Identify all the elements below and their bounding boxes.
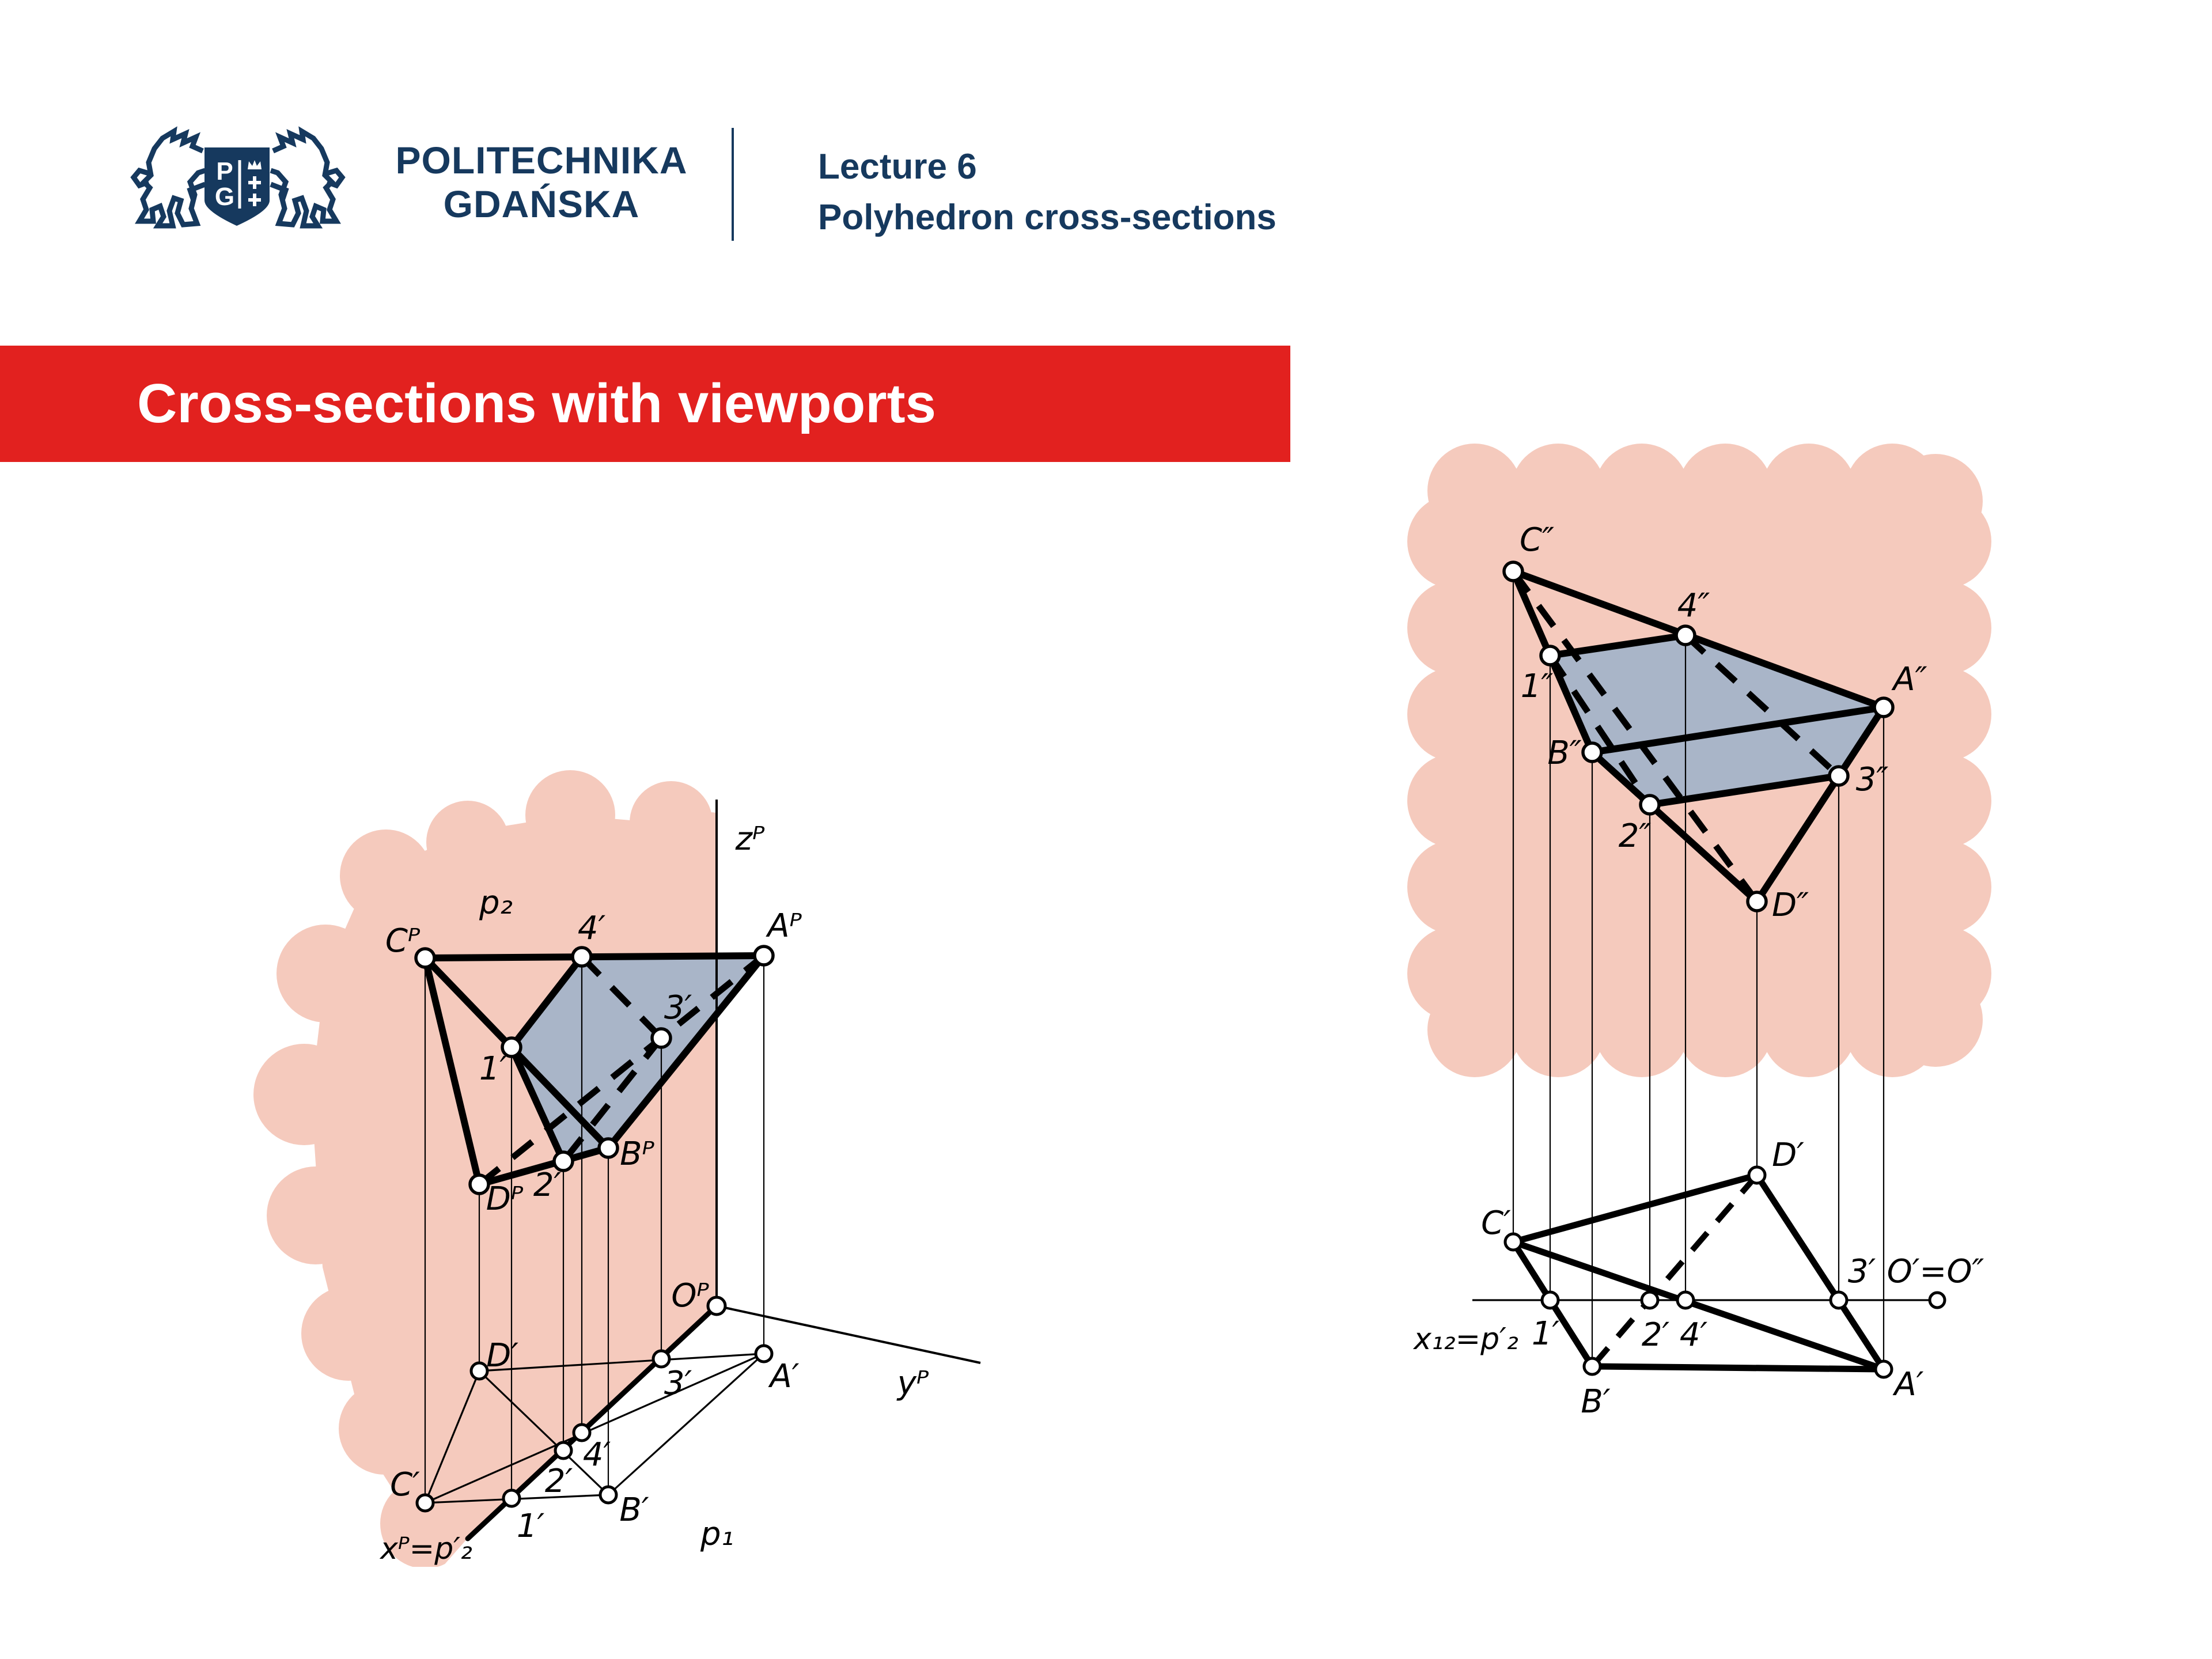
label-axon-p1: p₁ [700, 1516, 734, 1553]
projection-lines-axon [424, 956, 765, 1503]
label-plan-D: D′ [486, 1337, 518, 1374]
label-axon-3: 3′ [664, 989, 692, 1027]
y-axis [716, 1305, 981, 1364]
lecture-title: Lecture 6 [818, 147, 977, 187]
label-rplan-C: C′ [1481, 1205, 1511, 1242]
label-axon-p2: p₂ [479, 884, 513, 922]
label-rplan-3: 3′ [1848, 1253, 1876, 1290]
label-rplan-D: D′ [1772, 1137, 1804, 1174]
tetrahedron-edges-axon [422, 952, 767, 1188]
label-axon-z: zᴾ [735, 820, 765, 858]
lecture-subtitle: Polyhedron cross-sections [818, 198, 1277, 237]
label-front-A: A″ [1891, 661, 1927, 698]
label-rplan-B: B′ [1581, 1383, 1610, 1421]
lion-left-icon [130, 126, 206, 229]
label-axon-2: 2′ [533, 1166, 562, 1204]
label-axon-y: yᴾ [896, 1365, 929, 1402]
label-front-B: B″ [1547, 734, 1581, 772]
hidden-edges-axon [477, 953, 766, 1187]
label-axon-B: Bᴾ [620, 1135, 654, 1173]
label-rplan-A: A′ [1892, 1366, 1923, 1403]
lion-right-icon [270, 126, 346, 229]
brand-line1: POLITECHNIKA [395, 139, 688, 181]
label-axon-O: Oᴾ [671, 1277, 709, 1315]
label-front-C: C″ [1520, 521, 1554, 559]
diagram-two-view: C″ 4″ 1″ A″ B″ 3″ 2″ D″ D′ C′ 3′ O′=O″ x… [1407, 444, 1991, 1421]
label-plan-2: 2′ [545, 1463, 573, 1500]
label-rplan-2: 2′ [1642, 1316, 1670, 1354]
hidden-edges-front [1510, 569, 1841, 904]
label-axon-D: Dᴾ [486, 1180, 524, 1218]
diagram-axonometric: zᴾ p₂ Cᴾ 4′ Aᴾ 3′ 1′ Bᴾ 2′ Dᴾ Oᴾ D′ 3′ A… [253, 770, 981, 1567]
plan-edges-two-view [1510, 1172, 1887, 1373]
label-plan-A: A′ [768, 1358, 799, 1395]
label-front-4: 4″ [1677, 587, 1710, 624]
lecture-block: Lecture 6 Polyhedron cross-sections [818, 142, 1277, 243]
section-banner: Cross-sections with viewports [0, 346, 1290, 462]
point-markers-two-view [1502, 560, 1946, 1379]
label-axon-x: xᴾ=p′₂ [379, 1532, 472, 1566]
plan-hidden-edge [1590, 1173, 1759, 1369]
point-markers-axon [414, 945, 775, 1513]
label-rplan-O: O′=O″ [1887, 1253, 1984, 1290]
brand-name: POLITECHNIKA GDAŃSKA [374, 138, 709, 226]
shield-letter-g: G [215, 183, 234, 211]
label-rplan-4: 4′ [1680, 1316, 1708, 1354]
banner-title: Cross-sections with viewports [137, 373, 936, 434]
label-front-1: 1″ [1521, 668, 1554, 705]
label-plan-4: 4′ [583, 1436, 611, 1474]
label-front-D: D″ [1772, 887, 1809, 924]
plan-edges-axon [424, 1353, 765, 1504]
label-axon-4: 4′ [578, 910, 606, 947]
label-axon-A: Aᴾ [766, 907, 802, 945]
label-front-2: 2″ [1619, 817, 1652, 855]
shield-letter-p: P [216, 157, 233, 185]
label-plan-1: 1′ [517, 1508, 545, 1545]
header-divider [732, 128, 734, 241]
pg-shield-icon: P G [204, 147, 270, 226]
label-axon-C: Cᴾ [385, 922, 421, 960]
label-plan-3: 3′ [664, 1365, 692, 1402]
brand-line2: GDAŃSKA [443, 183, 640, 225]
label-rplan-1: 1′ [1532, 1315, 1560, 1353]
label-front-3: 3″ [1856, 761, 1889, 798]
projection-lines-two-view [1512, 571, 1885, 1369]
pg-logo: P G [130, 126, 346, 229]
label-plan-C: C′ [390, 1466, 420, 1503]
label-axon-1: 1′ [479, 1050, 507, 1088]
label-plan-B: B′ [619, 1491, 649, 1529]
label-x12: x₁₂=p′₂ [1412, 1322, 1518, 1357]
